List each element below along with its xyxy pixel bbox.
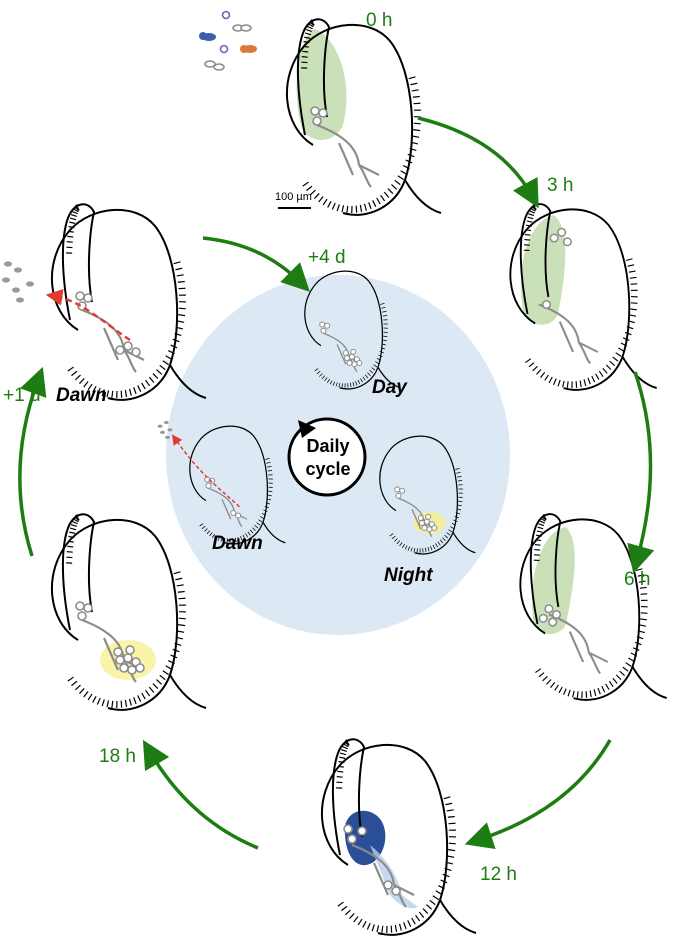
phase-label-night: Night — [384, 565, 433, 586]
arrow-12h-to-18h — [142, 739, 259, 850]
scale-bar-label: 100 µm — [275, 191, 312, 203]
organ-18h — [50, 513, 207, 711]
time-label-12h: 12 h — [480, 864, 517, 885]
phase-label-day: Day — [372, 377, 408, 398]
organ-6h — [519, 513, 667, 701]
daily-cycle-line2: cycle — [305, 459, 350, 479]
time-label-18h: 18 h — [99, 746, 136, 767]
organ-3h-crypt-glow — [520, 215, 566, 325]
organ-0h — [285, 18, 442, 216]
time-label-3h: 3 h — [547, 175, 573, 196]
daily-cycle-circle — [287, 417, 367, 497]
organ-6h-crypt-glow — [531, 527, 575, 634]
daily-cycle-line1: Daily — [306, 436, 349, 456]
daily-cycle-arrowhead — [298, 420, 316, 438]
arrow-0h-to-3h — [417, 116, 539, 209]
phase-label-dawn-inner: Dawn — [212, 533, 263, 554]
arrow-18h-to-1d — [18, 366, 47, 557]
time-label-4d: +4 d — [308, 247, 346, 268]
organ-1d-dawn-expulsion-arrow — [45, 288, 131, 341]
arrow-6h-to-12h — [464, 739, 612, 849]
organ-inner-dawn — [157, 420, 286, 545]
organ-1d-dawn — [2, 203, 207, 401]
time-label-0h: 0 h — [366, 10, 392, 31]
organ-inner-dawn-expulsion-arrow — [171, 434, 240, 508]
organ-inner-day — [304, 270, 401, 390]
organ-inner-night — [379, 435, 476, 555]
arrow-3h-to-6h — [627, 371, 655, 574]
organ-3h — [509, 203, 657, 391]
organ-0h-crypt-glow — [296, 29, 347, 140]
time-label-1d: +1 d — [3, 385, 41, 406]
arrow-1d-to-4d — [202, 236, 310, 292]
phase-label-dawn-outer: Dawn — [56, 385, 107, 406]
seawater-bacteria-cluster — [199, 10, 257, 71]
time-label-6h: 6 h — [624, 569, 650, 590]
organ-12h — [320, 738, 477, 936]
